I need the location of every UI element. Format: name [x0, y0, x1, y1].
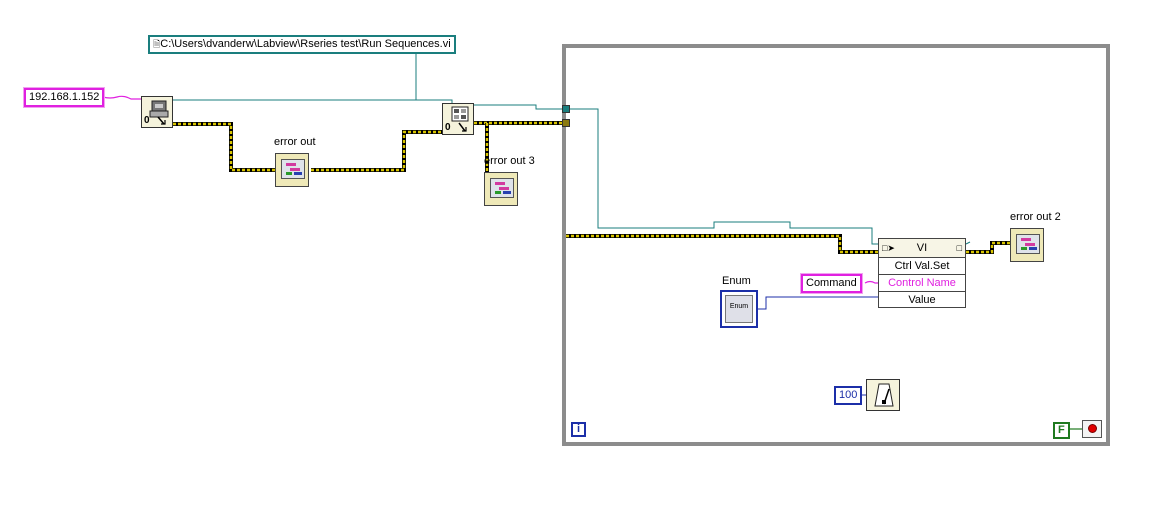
vi-refnum-wire	[474, 104, 563, 110]
refnum-tunnel[interactable]	[562, 105, 570, 113]
enum-control[interactable]: Enum	[720, 290, 758, 328]
error-out-indicator[interactable]	[275, 153, 309, 187]
error-out-label: error out	[274, 136, 316, 148]
prop-refnum-out-wire	[965, 241, 971, 245]
enum-label: Enum	[722, 275, 751, 287]
reference-arrow-icon: □➤	[882, 243, 895, 253]
invoke-node-class: VI	[916, 242, 928, 254]
while-loop-frame[interactable]	[562, 44, 1110, 446]
error-tunnel[interactable]	[562, 119, 570, 127]
open-app-ref-icon	[149, 100, 169, 125]
wait-ms-node[interactable]	[866, 379, 900, 411]
param-control-name[interactable]: Control Name	[879, 275, 965, 292]
invoke-node[interactable]: □➤ VI □ Ctrl Val.Set Control Name Value	[878, 238, 966, 308]
error-wires	[173, 121, 1010, 254]
error-out-2-label: error out 2	[1010, 211, 1061, 223]
error-out-3-indicator[interactable]	[484, 172, 518, 206]
error-indicator-icon	[490, 178, 514, 198]
invoke-node-header: □➤ VI □	[879, 239, 965, 258]
param-value[interactable]: Value	[908, 294, 936, 306]
ip-address-constant[interactable]: 192.168.1.152	[22, 87, 106, 108]
open-vi-reference-node[interactable]: 0	[442, 103, 474, 135]
wait-ms-constant[interactable]: 100	[834, 386, 863, 405]
loop-refnum-wire	[570, 108, 880, 245]
vi-path-text: C:\Users\dvanderw\Labview\Rseries test\R…	[160, 38, 451, 50]
error-indicator-icon	[1016, 234, 1040, 254]
error-out-2-indicator[interactable]	[1010, 228, 1044, 262]
command-string-wire	[864, 280, 880, 284]
app-ref-index: 0	[144, 115, 150, 126]
command-constant[interactable]: Command	[800, 273, 863, 294]
invoke-method-row: Ctrl Val.Set	[879, 258, 965, 275]
stop-button-icon	[1088, 424, 1097, 433]
ip-string-wire	[102, 95, 141, 100]
open-app-reference-node[interactable]: 0	[141, 96, 173, 128]
vi-ref-index: 0	[445, 122, 451, 133]
loop-stop-terminal[interactable]	[1082, 420, 1102, 438]
stop-false-constant[interactable]: F	[1053, 422, 1070, 439]
path-icon: 🗎	[153, 39, 161, 49]
open-vi-ref-icon	[451, 106, 469, 132]
vi-path-constant[interactable]: 🗎C:\Users\dvanderw\Labview\Rseries test\…	[148, 35, 456, 54]
reference-out-icon: □	[956, 243, 962, 253]
loop-iteration-terminal: i	[571, 422, 586, 437]
error-indicator-icon	[281, 159, 305, 179]
wait-ms-icon	[874, 383, 894, 407]
error-out-3-label: error out 3	[484, 155, 535, 167]
enum-control-icon: Enum	[725, 295, 753, 323]
enum-control-text: Enum	[729, 303, 749, 310]
enum-value-wire	[758, 296, 880, 310]
